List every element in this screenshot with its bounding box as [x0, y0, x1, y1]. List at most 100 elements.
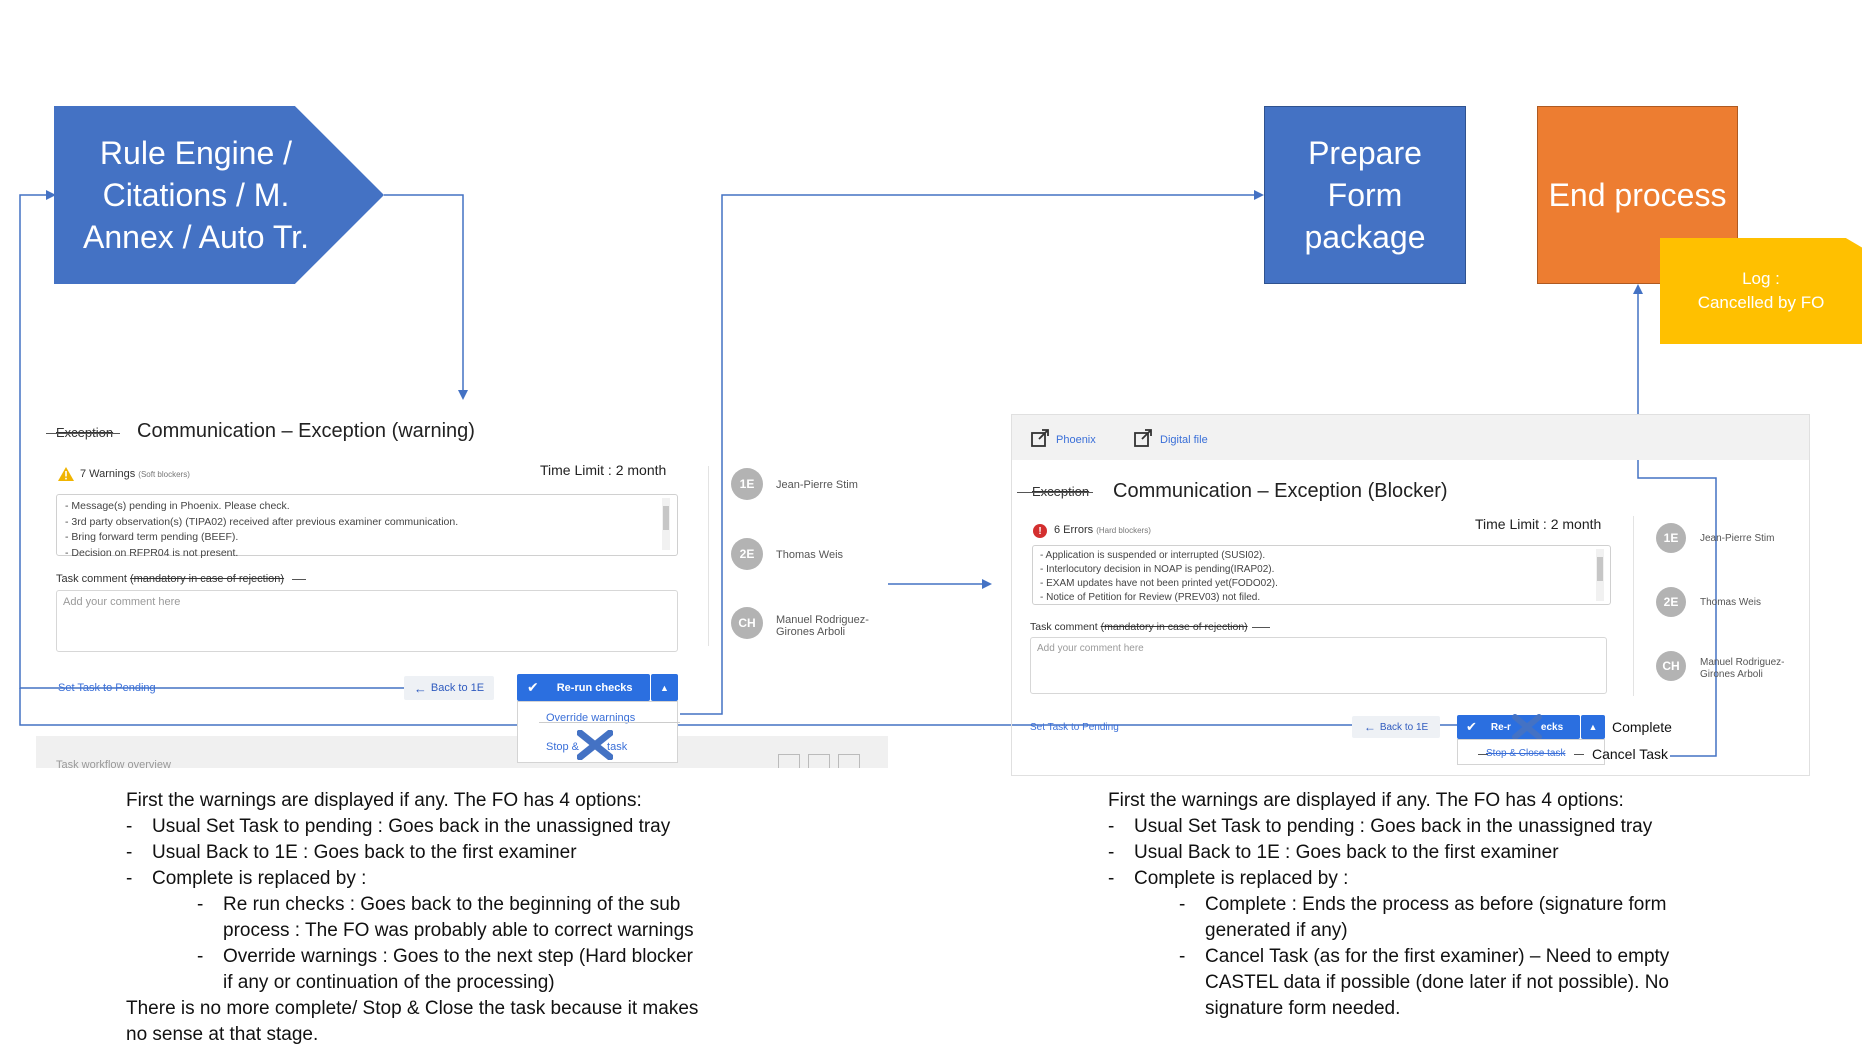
avatar: 2E [731, 538, 763, 570]
caret-up-icon: ▲ [660, 682, 669, 693]
sub-bullet-dash: - [197, 894, 204, 915]
warnings-note: (Soft blockers) [138, 470, 190, 479]
menu-divider [539, 722, 680, 723]
left-comment-field[interactable]: Add your comment here [56, 590, 678, 652]
arrow-left-icon: ← [413, 680, 427, 696]
avatar: 1E [731, 468, 763, 500]
message-line: - 3rd party observation(s) (TIPA02) rece… [65, 515, 459, 528]
left-time-limit: Time Limit : 2 month [540, 462, 667, 478]
connector-rerun-loop [19, 688, 1458, 726]
right-comment-field[interactable]: Add your comment here [1030, 637, 1607, 694]
complete-dropdown-toggle[interactable]: ▲ [1581, 715, 1605, 739]
sub-bullet-text: Override warnings : Goes to the next ste… [223, 946, 693, 967]
right-messages-box: - Application is suspended or interrupte… [1032, 545, 1611, 605]
re-run-checks-button[interactable]: ✔ Re-run checks [517, 674, 650, 701]
right-task-comment-label: Task comment (mandatory in case of rejec… [1030, 621, 1248, 633]
sub-bullet-text: if any or continuation of the processing… [223, 972, 555, 993]
message-line: - Bring forward term pending (BEEF). [65, 531, 239, 543]
remove-cross-icon [1512, 714, 1542, 740]
right-actions-menu [1457, 739, 1605, 765]
person-name: Thomas Weis [776, 549, 844, 561]
error-icon: ! [1033, 524, 1047, 538]
complete-label: Complete [1612, 719, 1672, 735]
back-to-1e-button[interactable]: ←Back to 1E [1352, 716, 1440, 738]
bullet-dash: - [126, 842, 133, 863]
connector-set-pending-loop [19, 190, 430, 689]
right-sidebar-divider [1633, 516, 1634, 696]
sub-bullet-dash: - [1179, 894, 1186, 915]
right-status: 6 Errors (Hard blockers) [1054, 524, 1151, 536]
bullet-text: Usual Back to 1E : Goes back to the firs… [152, 842, 577, 863]
bullet-dash: - [1108, 868, 1115, 889]
comment-placeholder: Add your comment here [1037, 643, 1144, 654]
stop-close-task-item[interactable]: Stop & Close task [1486, 748, 1566, 759]
set-task-to-pending-link[interactable]: Set Task to Pending [58, 682, 156, 694]
avatar: CH [731, 607, 763, 639]
phoenix-link[interactable]: Phoenix [1056, 434, 1096, 446]
right-task-panel [1011, 414, 1810, 776]
check-icon: ✔ [527, 679, 539, 695]
bullet-dash: - [1108, 842, 1115, 863]
left-status: 7 Warnings (Soft blockers) [80, 468, 190, 480]
override-warnings-item[interactable]: Override warnings [546, 712, 636, 724]
warning-icon [58, 467, 74, 481]
left-messages-scrollbar[interactable] [662, 498, 670, 550]
digital-file-link[interactable]: Digital file [1160, 434, 1208, 446]
list-view-icon[interactable] [808, 754, 830, 768]
back-label: Back to 1E [430, 682, 485, 694]
re-run-dropdown-toggle[interactable]: ▲ [651, 674, 678, 701]
errors-note: (Hard blockers) [1096, 526, 1151, 535]
sub-bullet-text: generated if any) [1205, 920, 1348, 941]
grid-view-icon[interactable] [838, 754, 860, 768]
warnings-count: 7 Warnings [80, 468, 136, 480]
set-task-to-pending-link[interactable]: Set Task to Pending [1030, 722, 1119, 733]
stop-close-part-a: Stop & [546, 741, 580, 753]
right-messages-scrollbar[interactable] [1596, 549, 1604, 601]
remove-cross-icon [577, 730, 613, 760]
arrow-left-icon: ← [1363, 720, 1376, 734]
strike-extension [1478, 754, 1488, 755]
exception-breadcrumb[interactable]: Exception [1032, 484, 1090, 499]
person-name: Manuel Rodriguez- Girones Arboli [1700, 657, 1785, 680]
sub-bullet-text: Complete : Ends the process as before (s… [1205, 894, 1667, 915]
message-line: - EXAM updates have not been printed yet… [1040, 578, 1278, 589]
breadcrumb-divider [46, 433, 120, 434]
message-line: - Application is suspended or interrupte… [1040, 550, 1266, 561]
right-panel-title: Communication – Exception (Blocker) [1113, 480, 1448, 502]
description-intro: First the warnings are displayed if any.… [1108, 790, 1624, 811]
description-outro: no sense at that stage. [126, 1024, 319, 1045]
external-link-icon [1031, 429, 1049, 447]
comment-placeholder: Add your comment here [63, 596, 181, 608]
bullet-dash: - [1108, 816, 1115, 837]
connector-rule-engine-to-left-panel [384, 194, 468, 400]
message-line: - Interlocutory decision in NOAP is pend… [1040, 564, 1275, 575]
re-run-label: Re-run checks [556, 681, 633, 694]
task-workflow-overview-label: Task workflow overview [56, 759, 171, 768]
stop-close-item[interactable]: Stop &task [546, 741, 627, 753]
left-task-comment-label: Task comment (mandatory in case of rejec… [56, 573, 284, 585]
left-actions-menu [517, 701, 678, 763]
exception-breadcrumb[interactable]: Exception [56, 425, 114, 440]
prepare-form-package-box: Prepare Form package [1264, 106, 1466, 284]
person-name: Manuel Rodriguez- Girones Arboli [776, 614, 869, 638]
sub-bullet-text: signature form needed. [1205, 998, 1401, 1019]
person-name: Jean-Pierre Stim [776, 479, 858, 491]
external-link-icon [1134, 429, 1152, 447]
errors-count: 6 Errors [1054, 524, 1094, 536]
expand-icon[interactable] [778, 754, 800, 768]
person-name: Jean-Pierre Stim [1700, 533, 1775, 544]
strike-extension [1574, 754, 1584, 755]
back-to-1e-button[interactable]: ←Back to 1E [404, 676, 494, 700]
bullet-text: Complete is replaced by : [1134, 868, 1349, 889]
complete-part-b: ecks [1540, 721, 1564, 733]
bullet-text: Usual Set Task to pending : Goes back in… [1134, 816, 1653, 837]
description-outro: There is no more complete/ Stop & Close … [126, 998, 699, 1019]
strike-extension [1252, 627, 1270, 628]
sub-bullet-dash: - [197, 946, 204, 967]
left-messages-box: - Message(s) pending in Phoenix. Please … [56, 494, 678, 559]
description-intro: First the warnings are displayed if any.… [126, 790, 642, 811]
task-comment-text: Task comment [1030, 621, 1098, 633]
check-icon: ✔ [1466, 719, 1477, 734]
message-line: - Message(s) pending in Phoenix. Please … [65, 500, 290, 512]
person-name: Thomas Weis [1700, 597, 1761, 608]
